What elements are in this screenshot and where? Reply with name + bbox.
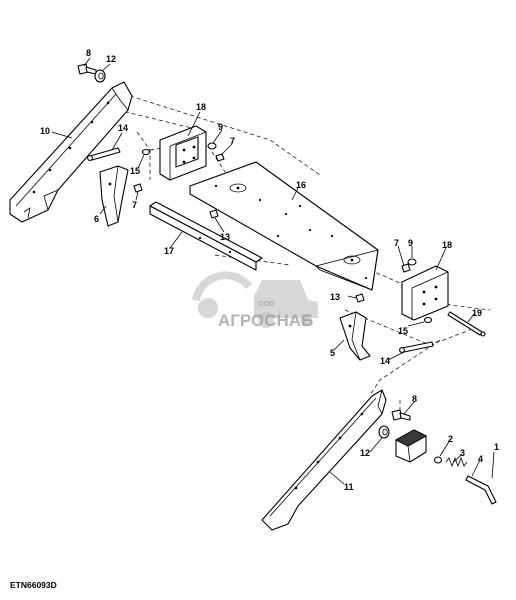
part-9-washer-lower bbox=[407, 258, 417, 266]
part-10-left-rail bbox=[9, 81, 133, 223]
callout-9-lower: 9 bbox=[408, 238, 413, 248]
part-11-right-rail bbox=[261, 389, 387, 531]
callout-4: 4 bbox=[478, 454, 483, 464]
callout-9-upper: 9 bbox=[218, 122, 223, 132]
part-18-plate-upper bbox=[159, 125, 207, 181]
watermark-logo: ООО АГРОСНАБ bbox=[192, 271, 318, 330]
callout-18-upper: 18 bbox=[196, 102, 206, 112]
part-2-washer bbox=[433, 456, 443, 464]
part-6-bracket bbox=[99, 165, 129, 227]
callout-8-lower: 8 bbox=[412, 394, 417, 404]
callout-2: 2 bbox=[448, 434, 453, 444]
callout-7-upper: 7 bbox=[230, 136, 235, 146]
callout-14-lower: 14 bbox=[380, 356, 390, 366]
tractor-icon bbox=[254, 280, 318, 318]
figure-id: ETN66093D bbox=[10, 580, 57, 590]
callout-12-lower: 12 bbox=[360, 448, 370, 458]
callout-13-lower: 13 bbox=[330, 292, 340, 302]
part-1-handle-pin bbox=[465, 475, 497, 505]
callout-8-top: 8 bbox=[86, 48, 91, 58]
part-7-nut-upper bbox=[215, 153, 225, 162]
part-12-spacer-top bbox=[94, 69, 106, 83]
part-9-washer-upper bbox=[207, 142, 217, 150]
part-5-bracket bbox=[339, 311, 371, 361]
watermark-company-name: АГРОСНАБ bbox=[218, 311, 313, 330]
part-3-spring bbox=[445, 456, 468, 468]
part-8-bolt-top bbox=[77, 63, 97, 75]
part-7-nut-lower bbox=[401, 263, 411, 273]
part-18-plate-lower bbox=[401, 265, 449, 321]
part-17-angle-strip bbox=[149, 201, 263, 271]
callout-19: 19 bbox=[472, 308, 482, 318]
callout-17: 17 bbox=[164, 246, 174, 256]
part-12-spacer-lower bbox=[378, 425, 390, 439]
gear-arc-icon bbox=[192, 271, 252, 301]
callout-labels: 8 12 10 14 15 7 6 18 9 7 16 13 17 7 9 18… bbox=[40, 48, 499, 492]
callout-14-top: 14 bbox=[118, 123, 128, 133]
callout-6: 6 bbox=[94, 214, 99, 224]
callout-12-top: 12 bbox=[106, 54, 116, 64]
callout-leader-lines bbox=[51, 57, 495, 485]
callout-7-lower: 7 bbox=[394, 238, 399, 248]
callout-18-lower: 18 bbox=[442, 240, 452, 250]
callout-7-left: 7 bbox=[132, 200, 137, 210]
callout-16: 16 bbox=[296, 180, 306, 190]
callout-15-top: 15 bbox=[130, 166, 140, 176]
part-15-washer-lower bbox=[423, 316, 433, 324]
part-15-washer-left bbox=[141, 148, 151, 156]
callout-1: 1 bbox=[494, 442, 499, 452]
watermark-prefix: ООО bbox=[258, 301, 275, 308]
callout-13-upper: 13 bbox=[220, 232, 230, 242]
part-7-nut-left bbox=[133, 183, 143, 193]
callout-10: 10 bbox=[40, 126, 50, 136]
part-16-main-frame bbox=[189, 161, 379, 291]
part-14-pin-lower bbox=[399, 341, 434, 353]
callout-3: 3 bbox=[460, 448, 465, 458]
part-19-long-bolt bbox=[447, 311, 486, 337]
part-8-bolt-lower bbox=[391, 409, 411, 421]
part-13-nut-upper bbox=[209, 209, 219, 219]
callout-15-lower: 15 bbox=[398, 326, 408, 336]
gear-icon bbox=[198, 298, 218, 318]
callout-11: 11 bbox=[344, 482, 354, 492]
part-13-nut-lower bbox=[355, 293, 365, 303]
callout-5: 5 bbox=[330, 348, 335, 358]
part-14-pin-top bbox=[87, 147, 121, 161]
latch-block bbox=[394, 429, 428, 463]
